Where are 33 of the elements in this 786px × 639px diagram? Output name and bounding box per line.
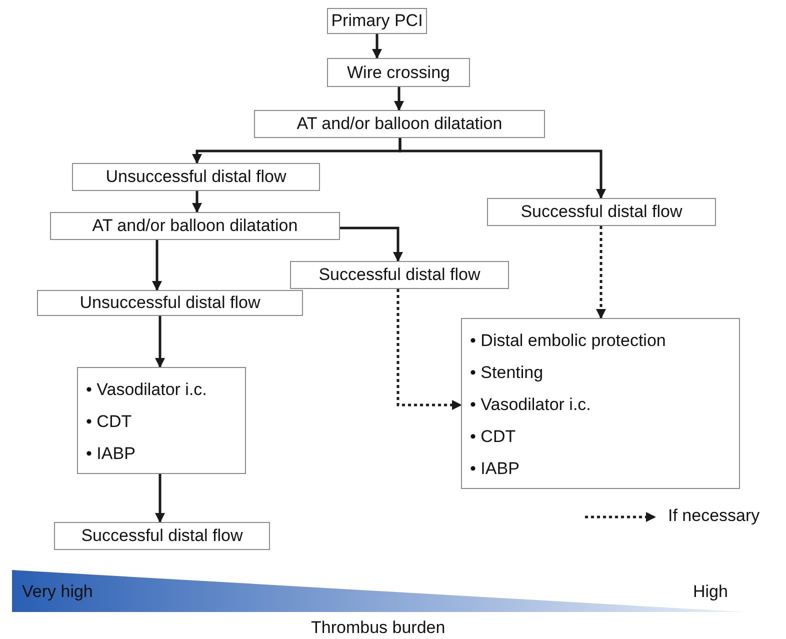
arrow: [596, 226, 606, 319]
arrow: [394, 87, 404, 111]
arrow: [372, 34, 382, 59]
list-item: • CDT: [86, 411, 132, 433]
arrow: [340, 226, 403, 262]
process-box: Unsuccessful distal flow: [72, 163, 320, 191]
list-item: • IABP: [470, 458, 520, 480]
list-item: • Vasodilator i.c.: [470, 394, 591, 416]
process-box: Wire crossing: [327, 58, 470, 87]
list-item: • Stenting: [470, 362, 544, 384]
list-item: • Distal embolic protection: [470, 330, 666, 352]
list-item: • CDT: [470, 426, 516, 448]
list-box: [461, 318, 740, 489]
process-box: Primary PCI: [327, 8, 427, 34]
process-box: AT and/or balloon dilatation: [254, 110, 545, 138]
wedge-label: High: [693, 582, 728, 602]
process-box: AT and/or balloon dilatation: [50, 212, 340, 240]
process-box: Successful distal flow: [290, 261, 509, 289]
process-box: Successful distal flow: [487, 198, 716, 226]
arrow: [192, 191, 202, 213]
arrow: [152, 240, 162, 291]
wedge-label: Very high: [22, 582, 93, 602]
axis-label: Thrombus burden: [311, 618, 446, 638]
process-box: Unsuccessful distal flow: [37, 290, 303, 316]
list-item: • IABP: [86, 443, 136, 465]
arrow: [398, 138, 606, 199]
arrow: [396, 289, 462, 410]
list-box: [77, 367, 246, 474]
process-box: Successful distal flow: [54, 522, 270, 550]
arrow: [155, 474, 165, 523]
legend-label: If necessary: [668, 506, 760, 526]
list-item: • Vasodilator i.c.: [86, 379, 207, 401]
arrow: [155, 316, 165, 368]
